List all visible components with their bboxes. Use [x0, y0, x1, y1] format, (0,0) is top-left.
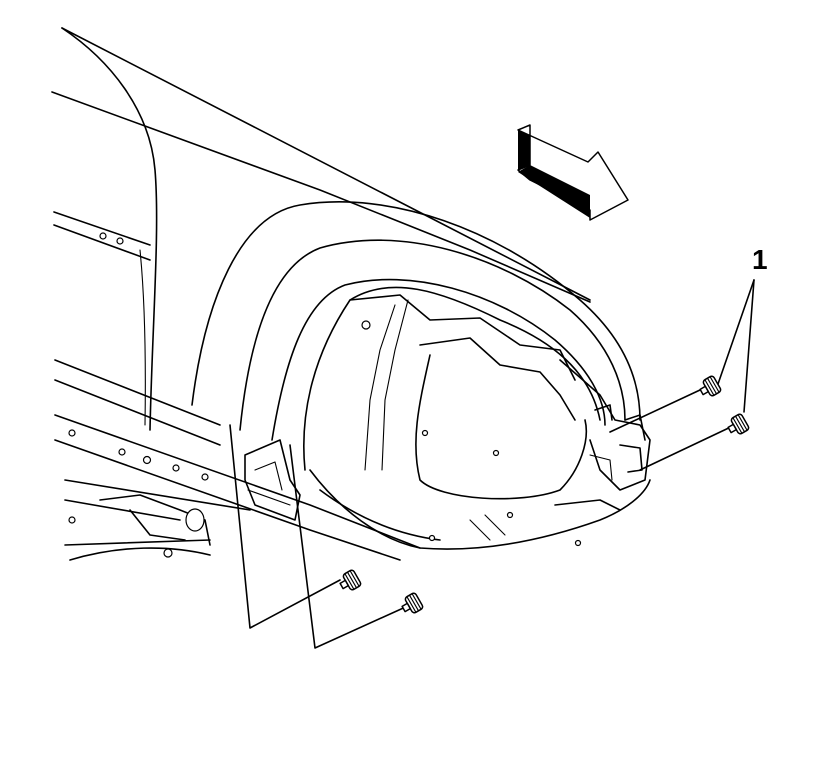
front-direction-arrow-icon — [517, 124, 629, 221]
screw-icon — [401, 592, 424, 614]
callout-label-1: 1 — [752, 244, 768, 275]
screw-icon — [699, 375, 722, 397]
front-bracket — [559, 359, 651, 491]
screw-icon — [339, 569, 362, 591]
fender-liner — [303, 286, 651, 550]
screw-icon — [727, 413, 750, 435]
wheel-arch — [191, 201, 641, 441]
rocker-panel — [54, 359, 421, 561]
fender-outline — [51, 27, 591, 431]
lower-rear-bracket — [244, 439, 301, 521]
leader-lines — [229, 279, 755, 649]
